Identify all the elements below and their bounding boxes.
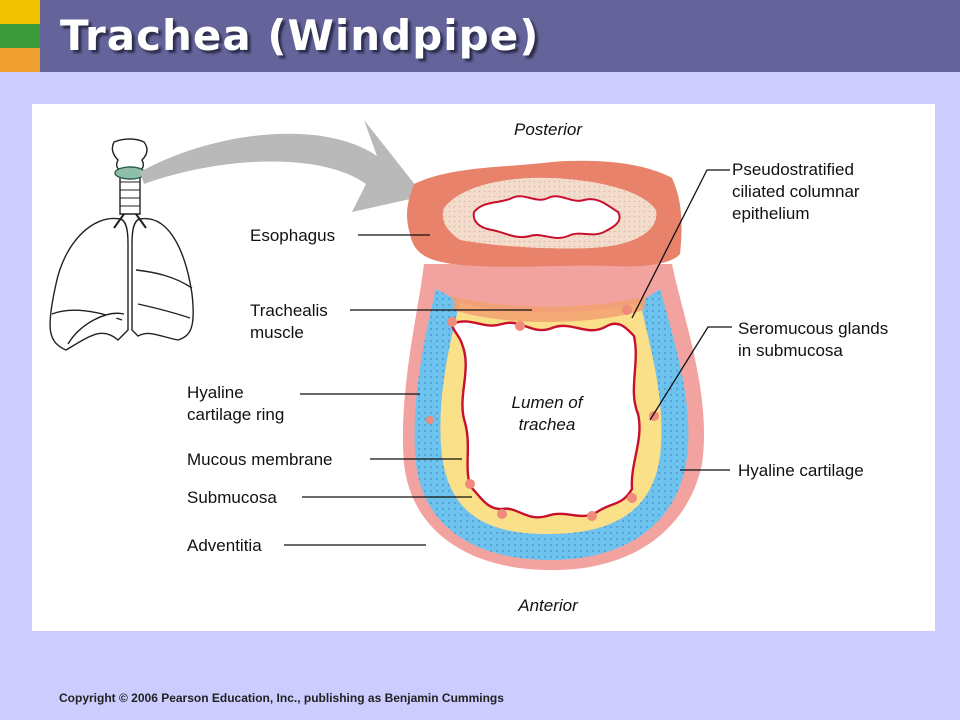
- accent-swatch-orange: [0, 48, 40, 72]
- cartilage-ring: [414, 289, 689, 561]
- title-bar: Trachea (Windpipe): [0, 0, 960, 72]
- lumen-label-line1: Lumen of: [512, 393, 585, 412]
- pseudostratified-label-line1: Pseudostratified: [732, 160, 854, 179]
- posterior-label: Posterior: [514, 120, 583, 139]
- anterior-label: Anterior: [517, 596, 579, 615]
- seromucous-label-line2: in submucosa: [738, 341, 843, 360]
- pseudostratified-label-line2: ciliated columnar: [732, 182, 860, 201]
- accent-swatch-yellow: [0, 0, 40, 24]
- seromucous-label-line1: Seromucous glands: [738, 319, 888, 338]
- hyaline-ring-label-line1: Hyaline: [187, 383, 244, 402]
- leader-lines: [284, 169, 732, 546]
- adventitia-label: Adventitia: [187, 536, 262, 555]
- trachealis-label-line1: Trachealis: [250, 301, 328, 320]
- lumen-label-line2: trachea: [519, 415, 576, 434]
- curved-arrow: [140, 120, 424, 212]
- trachea-cross-section: [402, 160, 705, 571]
- hyaline-ring-label-line2: cartilage ring: [187, 405, 284, 424]
- esophagus-label: Esophagus: [250, 226, 335, 245]
- hyaline-cartilage-label: Hyaline cartilage: [738, 461, 864, 480]
- trachea-figure: Posterior Anterior Lumen of trachea Esop…: [32, 104, 935, 631]
- lumen-mucosa: [450, 320, 641, 519]
- copyright-notice: Copyright © 2006 Pearson Education, Inc.…: [59, 691, 504, 705]
- trachealis-label-line2: muscle: [250, 323, 304, 342]
- pseudostratified-label-line3: epithelium: [732, 204, 810, 223]
- mucous-membrane-label: Mucous membrane: [187, 450, 333, 469]
- slide-title: Trachea (Windpipe): [60, 11, 540, 60]
- trachealis-band: [452, 296, 646, 322]
- lungs-illustration: [49, 138, 194, 351]
- trachea-diagram: Posterior Anterior Lumen of trachea Esop…: [49, 120, 888, 615]
- submucosa-label: Submucosa: [187, 488, 277, 507]
- esophagus-lumen: [472, 195, 621, 239]
- accent-swatch-green: [0, 24, 40, 48]
